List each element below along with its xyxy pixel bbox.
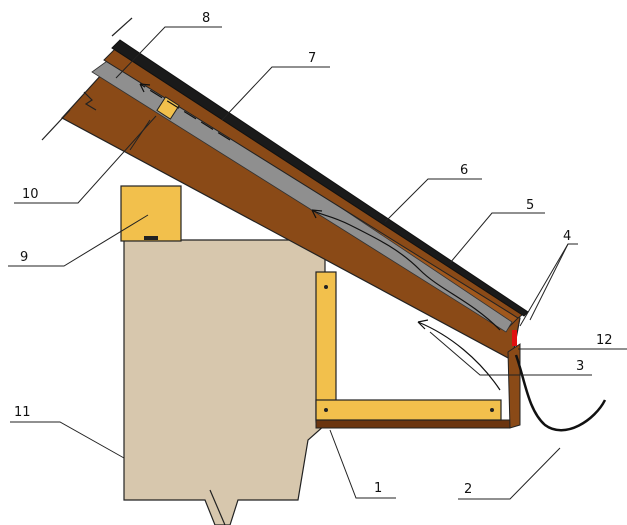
leader-7	[221, 66, 330, 121]
label-4: 4	[563, 229, 571, 244]
label-2: 2	[464, 482, 472, 497]
airflow-arrow-upper	[139, 83, 231, 141]
leader-8	[115, 26, 222, 79]
bolt-2	[324, 408, 328, 412]
airflow-arrowhead-attic	[417, 319, 429, 330]
label-3: 3	[576, 359, 584, 374]
leader-11	[10, 421, 125, 459]
break-mark-left	[41, 109, 71, 141]
wall-break-mark	[209, 489, 226, 525]
airflow-arrow-membrane	[311, 209, 501, 331]
break-mark-top	[111, 17, 133, 37]
label-5: 5	[526, 198, 534, 213]
leader-4b	[529, 243, 569, 321]
break-mark-zigzag	[83, 91, 97, 111]
airflow-arrowhead-membrane	[311, 209, 323, 219]
eave-seal	[512, 330, 517, 346]
airflow-arrow-attic	[417, 321, 501, 391]
leader-4a	[519, 243, 578, 327]
label-10: 10	[22, 187, 39, 202]
label-7: 7	[308, 51, 316, 66]
wall-plate-block	[120, 185, 182, 242]
fascia-board	[507, 343, 521, 429]
leader-10	[14, 115, 157, 204]
leader-1	[329, 429, 396, 499]
label-12: 12	[596, 333, 613, 348]
soffit-board	[315, 419, 513, 429]
label-8: 8	[202, 11, 210, 26]
horizontal-joist	[315, 399, 502, 421]
label-9: 9	[20, 250, 28, 265]
leader-3	[429, 331, 592, 376]
leader-5	[449, 212, 545, 264]
leader-10b	[129, 119, 151, 151]
leader-6	[384, 178, 482, 223]
vent-insert	[156, 96, 180, 120]
wire	[514, 354, 607, 432]
label-1: 1	[374, 481, 382, 496]
label-6: 6	[460, 163, 468, 178]
leader-2	[458, 447, 561, 500]
wall-plate-mark	[144, 236, 158, 240]
label-11: 11	[14, 405, 31, 420]
leader-lines	[8, 26, 627, 500]
wall	[123, 239, 326, 525]
bolt-1	[324, 285, 328, 289]
airflow-arrowhead-upper	[139, 83, 151, 93]
leader-9	[8, 214, 149, 267]
bolt-3	[490, 408, 494, 412]
